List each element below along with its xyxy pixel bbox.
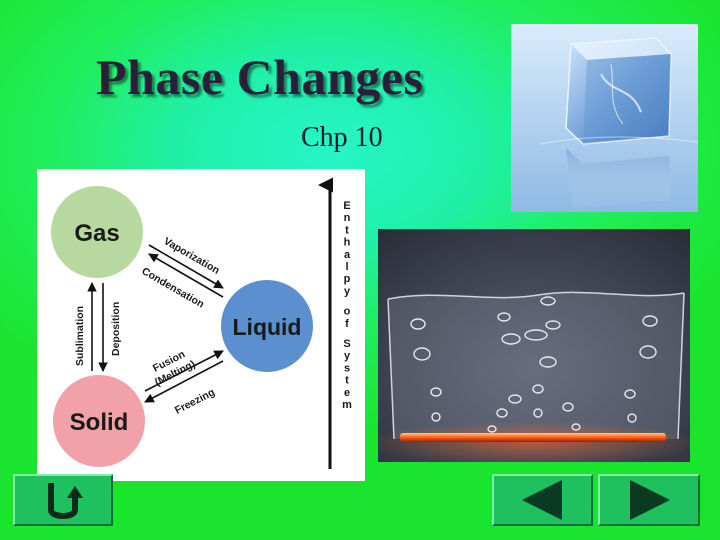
solid-label: Solid — [70, 409, 129, 436]
freezing-label: Freezing — [173, 386, 217, 416]
return-button[interactable] — [13, 474, 113, 526]
previous-slide-button[interactable] — [492, 474, 593, 526]
next-slide-button[interactable] — [598, 474, 700, 526]
solid-circle — [53, 375, 145, 467]
liquid-circle — [221, 280, 313, 372]
condensation-arrow — [148, 253, 224, 298]
return-arrow-icon — [48, 483, 83, 519]
ice-cube-photo — [511, 24, 699, 212]
gas-label: Gas — [74, 220, 119, 247]
left-triangle-icon — [522, 480, 562, 520]
right-triangle-icon — [630, 480, 670, 520]
freezing-arrow — [144, 360, 224, 403]
slide-title: Phase Changes — [96, 49, 424, 105]
fusion-arrow — [144, 350, 224, 392]
phase-diagram: Gas Liquid Solid Vaporization Condensati… — [37, 169, 365, 481]
gas-circle — [51, 186, 143, 278]
sublimation-label: Sublimation — [74, 306, 86, 366]
slide-subtitle: Chp 10 — [301, 122, 383, 153]
vaporization-arrow — [148, 244, 224, 289]
deposition-label: Deposition — [110, 302, 122, 356]
boiling-water-photo — [364, 229, 704, 465]
phase-diagram-svg: Gas Liquid Solid Vaporization Condensati… — [51, 177, 352, 469]
liquid-label: Liquid — [233, 314, 302, 340]
